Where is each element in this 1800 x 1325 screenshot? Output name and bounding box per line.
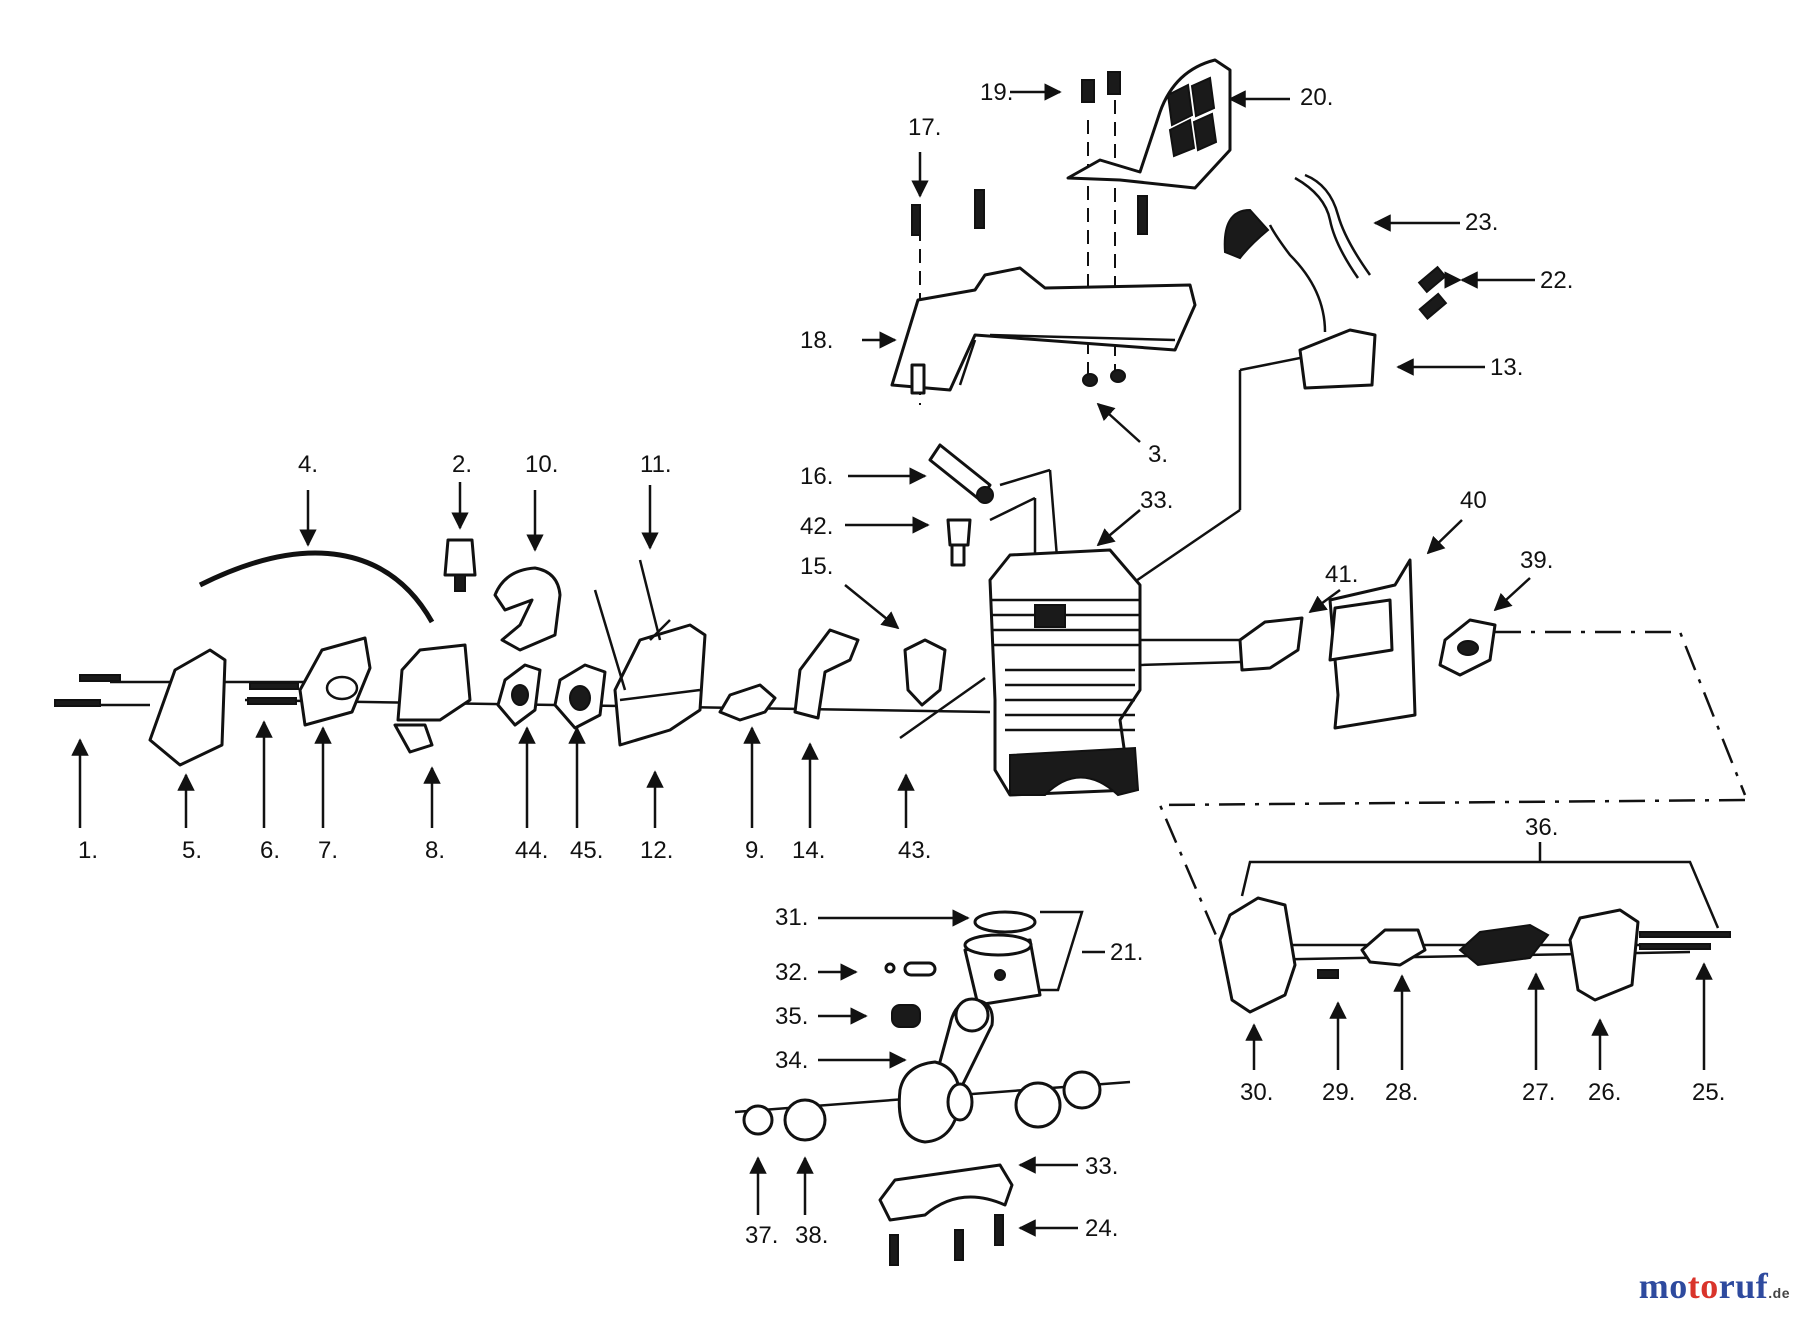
part-18-top-cover: [890, 189, 1197, 395]
label-33-top: 33.: [1140, 487, 1173, 514]
part-45-spacer: [553, 663, 607, 730]
label-41: 41.: [1325, 561, 1358, 588]
brand-tld: .de: [1768, 1285, 1790, 1301]
part-26-filter-cover: [1568, 908, 1640, 1002]
part-32-pin: [884, 961, 937, 977]
label-33-bottom: 33.: [1085, 1153, 1118, 1180]
label-19: 19.: [980, 79, 1013, 106]
leader-arrows: [71, 83, 1713, 1237]
label-6: 6.: [260, 837, 280, 864]
label-7: 7.: [318, 837, 338, 864]
label-4: 4.: [298, 451, 318, 478]
label-5: 5.: [182, 837, 202, 864]
part-10-bracket: [493, 566, 562, 652]
label-14: 14.: [792, 837, 825, 864]
label-40: 40: [1460, 487, 1487, 514]
label-21: 21.: [1110, 939, 1143, 966]
part-6-screws: [54, 674, 299, 707]
part-labels: 19. 20. 17. 23. 22. 18. 13. 3. 4. 2. 10.…: [78, 79, 1725, 1249]
part-25-screws: [1639, 931, 1731, 950]
label-24: 24.: [1085, 1215, 1118, 1242]
label-27: 27.: [1522, 1079, 1555, 1106]
part-9-intake: [718, 683, 777, 722]
part-41-intake-boot: [1238, 616, 1304, 672]
label-15: 15.: [800, 553, 833, 580]
part-30-filter-base: [1218, 896, 1297, 1014]
part-14-lever: [793, 628, 860, 720]
part-15-cover: [903, 638, 947, 707]
label-3: 3.: [1148, 441, 1168, 468]
part-16-spark-plug: [928, 443, 994, 504]
label-18: 18.: [800, 327, 833, 354]
part-40-baffle: [1328, 558, 1417, 730]
part-piston: [963, 933, 1042, 1007]
label-29: 29.: [1322, 1079, 1355, 1106]
label-2: 2.: [452, 451, 472, 478]
part-33-cylinder: [988, 548, 1241, 797]
label-37: 37.: [745, 1222, 778, 1249]
label-32: 32.: [775, 959, 808, 986]
label-38: 38.: [795, 1222, 828, 1249]
label-26: 26.: [1588, 1079, 1621, 1106]
label-10: 10.: [525, 451, 558, 478]
label-39: 39.: [1520, 547, 1553, 574]
part-42-valve: [946, 518, 972, 567]
part-2-primer: [443, 538, 477, 592]
label-30: 30.: [1240, 1079, 1273, 1106]
label-22: 22.: [1540, 267, 1573, 294]
label-1: 1.: [78, 837, 98, 864]
label-43: 43.: [898, 837, 931, 864]
part-28-plate: [1360, 928, 1427, 967]
label-11: 11.: [640, 451, 672, 478]
brand-logo: motoruf.de: [1639, 1265, 1790, 1307]
label-8: 8.: [425, 837, 445, 864]
part-5-filter-cover: [148, 648, 227, 767]
label-9: 9.: [745, 837, 765, 864]
part-8-carburetor: [393, 643, 472, 754]
label-28: 28.: [1385, 1079, 1418, 1106]
label-44: 44.: [515, 837, 548, 864]
label-25: 25.: [1692, 1079, 1725, 1106]
part-31-piston-ring: [973, 910, 1037, 934]
brand-part-c: ruf: [1718, 1266, 1769, 1306]
label-12: 12.: [640, 837, 673, 864]
label-20: 20.: [1300, 84, 1333, 111]
label-42: 42.: [800, 513, 833, 540]
part-34-crankshaft: [742, 997, 1102, 1144]
part-23-wire: [1294, 173, 1372, 279]
label-45: 45.: [570, 837, 603, 864]
part-29-screw: [1317, 969, 1339, 979]
part-12-housing: [593, 559, 707, 747]
label-34: 34.: [775, 1047, 808, 1074]
label-13: 13.: [1490, 354, 1523, 381]
brand-part-b: to: [1687, 1266, 1719, 1306]
part-35-bearing: [891, 1004, 921, 1028]
part-33-crankcase-half: [878, 1163, 1014, 1266]
brand-part-a: mo: [1638, 1266, 1688, 1306]
part-4-fuel-line: [198, 550, 435, 624]
part-13-ignition-module: [1223, 208, 1448, 390]
label-23: 23.: [1465, 209, 1498, 236]
part-44-spacer: [496, 663, 542, 727]
part-39-gasket: [1438, 618, 1497, 677]
label-35: 35.: [775, 1003, 808, 1030]
part-7-plate: [298, 636, 372, 727]
part-27-filter-element: [1458, 923, 1550, 967]
label-36: 36.: [1525, 814, 1558, 841]
label-31: 31.: [775, 904, 808, 931]
part-20-handle-cover: [1066, 58, 1232, 190]
label-17: 17.: [908, 114, 941, 141]
label-16: 16.: [800, 463, 833, 490]
